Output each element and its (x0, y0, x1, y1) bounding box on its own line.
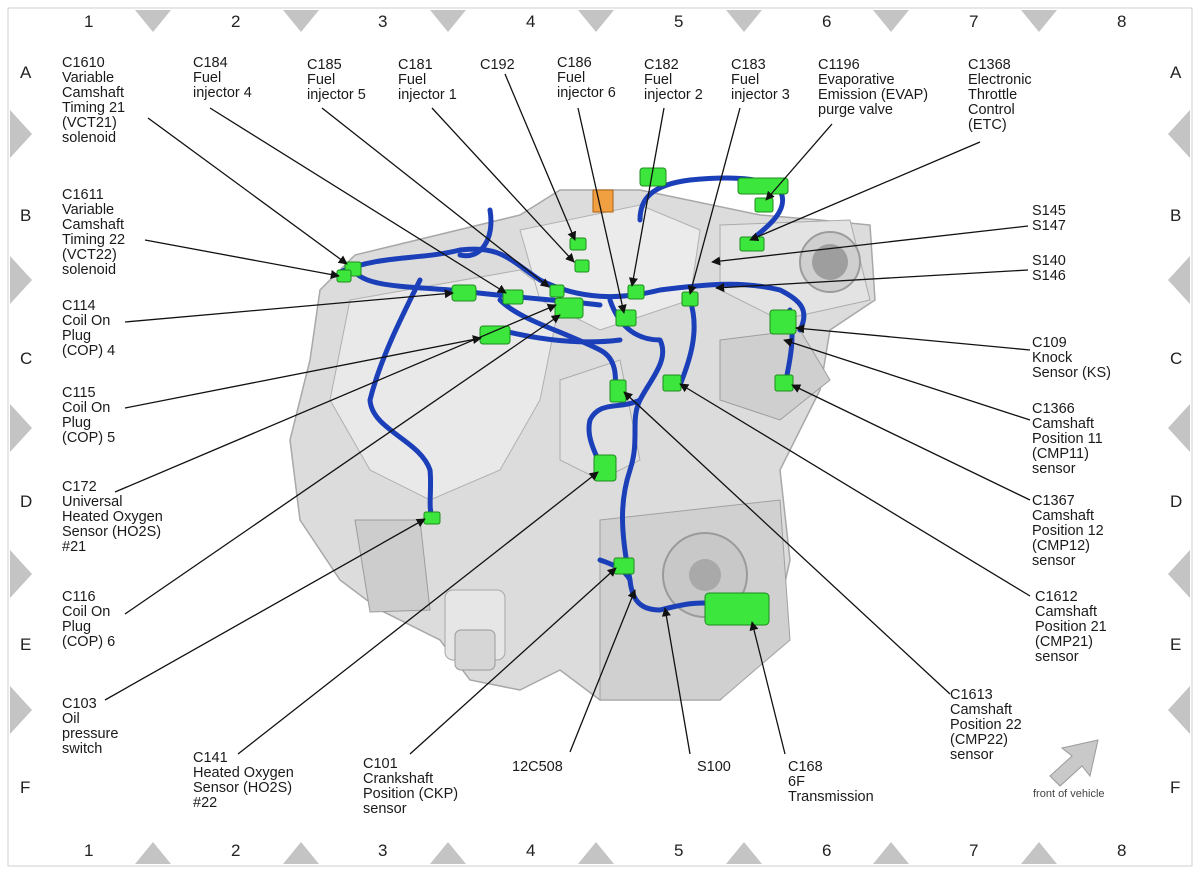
row-label-left: D (20, 492, 32, 511)
row-label-left: A (20, 63, 32, 82)
label-c1611: C1611 Variable Camshaft Timing 22 (VCT22… (62, 187, 126, 278)
label-c141: C141 Heated Oxygen Sensor (HO2S) #22 (193, 750, 294, 811)
connector-c1367 (662, 374, 682, 392)
col-label-top: 7 (969, 12, 978, 31)
front-of-vehicle-label: front of vehicle (1033, 788, 1105, 800)
connector-c1366 (774, 374, 794, 392)
label-c1610: C1610 Variable Camshaft Timing 21 (VCT21… (62, 55, 126, 146)
connector-c103 (423, 511, 441, 525)
col-label-bottom: 1 (84, 841, 93, 860)
label-s145: S145 S147 (1032, 203, 1066, 234)
diagram-border (7, 7, 1193, 867)
connector-c186 (615, 309, 637, 327)
label-12c508: 12C508 (512, 759, 563, 775)
col-label-top: 4 (526, 12, 535, 31)
label-c184: C184 Fuel injector 4 (193, 55, 252, 101)
connector-c109 (769, 309, 797, 335)
label-c181: C181 Fuel injector 1 (398, 57, 457, 103)
col-label-top: 1 (84, 12, 93, 31)
connector-c101 (613, 557, 635, 575)
connector-c185 (549, 284, 565, 298)
col-label-bottom: 7 (969, 841, 978, 860)
engine-illustration (289, 189, 876, 701)
label-c1612: C1612 Camshaft Position 21 (CMP21) senso… (1035, 589, 1107, 665)
col-label-bottom: 6 (822, 841, 831, 860)
grid-labels: 1 2 3 4 5 6 7 8 1 2 3 4 5 6 7 8 A B C D … (20, 12, 1182, 860)
border-triangles (10, 10, 1190, 864)
label-c103: C103 Oil pressure switch (62, 696, 119, 757)
connector-c1612 (609, 379, 627, 403)
label-c1368: C1368 Electronic Throttle Control (ETC) (968, 57, 1032, 133)
col-label-top: 5 (674, 12, 683, 31)
col-label-bottom: 8 (1117, 841, 1126, 860)
row-label-right: D (1170, 492, 1182, 511)
label-c109: C109 Knock Sensor (KS) (1032, 335, 1111, 381)
label-c115: C115 Coil On Plug (COP) 5 (62, 385, 116, 446)
col-label-bottom: 3 (378, 841, 387, 860)
connector-c114 (451, 284, 477, 302)
col-label-top: 8 (1117, 12, 1126, 31)
connectors (336, 167, 797, 626)
label-s140: S140 S146 (1032, 253, 1066, 284)
front-of-vehicle-arrow-icon (1049, 739, 1099, 787)
label-c101: C101 Crankshaft Position (CKP) sensor (363, 756, 459, 817)
label-c168: C168 6F Transmission (788, 759, 874, 805)
label-c192: C192 (480, 57, 515, 73)
connector-c1611 (336, 269, 352, 283)
connector-c184 (502, 289, 524, 305)
row-label-right: B (1170, 206, 1181, 225)
label-c172: C172 Universal Heated Oxygen Sensor (HO2… (62, 479, 163, 555)
col-label-bottom: 2 (231, 841, 240, 860)
col-label-top: 3 (378, 12, 387, 31)
label-c1613: C1613 Camshaft Position 22 (CMP22) senso… (950, 687, 1022, 763)
connector-c1196b (754, 197, 774, 213)
row-label-left: E (20, 635, 31, 654)
connector-c115 (479, 325, 511, 345)
col-label-top: 6 (822, 12, 831, 31)
col-label-bottom: 4 (526, 841, 535, 860)
row-label-right: C (1170, 349, 1182, 368)
label-c183: C183 Fuel injector 3 (731, 57, 790, 103)
row-label-right: E (1170, 635, 1181, 654)
label-c1367: C1367 Camshaft Position 12 (CMP12) senso… (1032, 493, 1104, 569)
connector-c1196 (737, 177, 789, 195)
connector-c183 (681, 291, 699, 307)
col-label-top: 2 (231, 12, 240, 31)
label-c182: C182 Fuel injector 2 (644, 57, 703, 103)
col-label-bottom: 5 (674, 841, 683, 860)
row-label-left: F (20, 778, 30, 797)
connector-c182 (627, 284, 645, 300)
connector-c181 (574, 259, 590, 273)
label-s100: S100 (697, 759, 731, 775)
connector-c168 (704, 592, 770, 626)
label-c186: C186 Fuel injector 6 (557, 55, 616, 101)
label-c116: C116 Coil On Plug (COP) 6 (62, 589, 116, 650)
row-label-right: A (1170, 63, 1182, 82)
connector-c141 (593, 454, 617, 482)
label-c1366: C1366 Camshaft Position 11 (CMP11) senso… (1032, 401, 1103, 477)
row-label-right: F (1170, 778, 1180, 797)
label-c114: C114 Coil On Plug (COP) 4 (62, 298, 116, 359)
row-label-left: C (20, 349, 32, 368)
leader-lines (104, 73, 1031, 755)
label-c1196: C1196 Evaporative Emission (EVAP) purge … (818, 57, 929, 118)
connector-c192 (569, 237, 587, 251)
row-label-left: B (20, 206, 31, 225)
label-c185: C185 Fuel injector 5 (307, 57, 366, 103)
